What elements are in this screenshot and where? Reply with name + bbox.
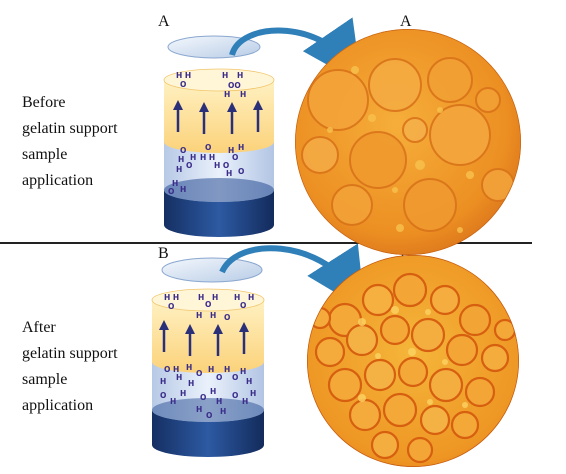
svg-text:H: H (240, 90, 246, 99)
svg-text:O: O (180, 80, 186, 89)
svg-text:H: H (172, 179, 178, 188)
svg-text:H: H (212, 293, 218, 302)
svg-text:O: O (200, 393, 206, 402)
svg-text:H: H (250, 389, 256, 398)
svg-text:H: H (234, 293, 240, 302)
svg-text:H: H (186, 363, 192, 372)
svg-text:O: O (196, 369, 202, 378)
svg-text:H H: H H (200, 153, 215, 162)
label-before-line-4: application (22, 172, 94, 189)
svg-text:H: H (190, 153, 196, 162)
svg-text:H: H (176, 165, 182, 174)
svg-text:OO: OO (228, 81, 241, 90)
svg-text:O: O (224, 313, 230, 322)
svg-text:O: O (168, 187, 174, 196)
label-before-line-1: Before (22, 94, 66, 111)
svg-text:H: H (198, 293, 204, 302)
svg-text:H: H (240, 367, 246, 376)
svg-text:H: H (196, 311, 202, 320)
cylinder-a-dark-base (164, 190, 274, 237)
svg-text:H: H (208, 365, 214, 374)
svg-text:H: H (228, 146, 234, 155)
svg-text:H: H (224, 365, 230, 374)
svg-text:O: O (238, 167, 244, 176)
svg-text:H: H (180, 185, 186, 194)
svg-text:H: H (176, 373, 182, 382)
svg-text:H: H (248, 293, 254, 302)
micrograph-a (295, 29, 521, 255)
label-after-line-4: application (22, 397, 94, 414)
svg-text:H: H (210, 311, 216, 320)
lid-b (161, 257, 263, 283)
label-before-line-3: sample (22, 146, 68, 163)
label-after-line-3: sample (22, 371, 68, 388)
svg-text:H H: H H (176, 71, 191, 80)
svg-text:H: H (238, 143, 244, 152)
label-after-line-1: After (22, 319, 56, 336)
svg-text:O: O (180, 146, 186, 155)
label-after: After gelatin support sample application (22, 315, 118, 419)
panel-b-left-letter: B (158, 245, 169, 262)
svg-text:H: H (222, 71, 228, 80)
cylinder-a (163, 35, 275, 237)
svg-text:O: O (240, 301, 246, 310)
svg-text:H: H (220, 407, 226, 416)
svg-text:H: H (178, 155, 184, 164)
panel-a-right-letter: A (400, 13, 412, 30)
svg-text:H: H (226, 169, 232, 178)
svg-text:O: O (160, 391, 166, 400)
up-arrow-icon (173, 100, 263, 134)
svg-text:H: H (246, 377, 252, 386)
svg-text:H: H (242, 397, 248, 406)
svg-text:O: O (205, 300, 211, 309)
svg-text:O: O (168, 302, 174, 311)
label-before: Before gelatin support sample applicatio… (22, 90, 118, 194)
label-after-line-2: gelatin support (22, 345, 118, 362)
svg-text:O: O (232, 373, 238, 382)
svg-text:H: H (216, 397, 222, 406)
svg-text:H: H (188, 379, 194, 388)
curved-arrow-icon (229, 17, 362, 84)
svg-text:O: O (216, 373, 222, 382)
svg-text:H: H (160, 377, 166, 386)
panel-a-left-letter: A (158, 13, 170, 30)
svg-text:H: H (180, 389, 186, 398)
panel-divider (0, 242, 532, 244)
label-before-line-2: gelatin support (22, 120, 118, 137)
svg-text:O: O (186, 161, 192, 170)
micrograph-b (307, 255, 519, 467)
svg-text:H: H (224, 90, 230, 99)
cylinder-b-dark-base (152, 410, 264, 457)
svg-text:O: O (232, 391, 238, 400)
curved-arrow-icon (219, 243, 365, 311)
gelatin-layer-b (152, 300, 264, 373)
svg-text:H: H (210, 387, 216, 396)
svg-text:H: H (237, 71, 243, 80)
gelatin-layer-a (164, 80, 274, 153)
svg-text:O: O (206, 411, 212, 420)
svg-text:O H: O H (164, 365, 179, 374)
svg-text:H H: H H (164, 293, 179, 302)
svg-text:O: O (205, 143, 211, 152)
svg-text:H: H (196, 405, 202, 414)
cylinder-b (151, 257, 265, 457)
up-arrow-icon (159, 320, 249, 356)
svg-text:H O: H O (214, 161, 229, 170)
svg-text:H: H (170, 397, 176, 406)
svg-text:O: O (232, 153, 238, 162)
